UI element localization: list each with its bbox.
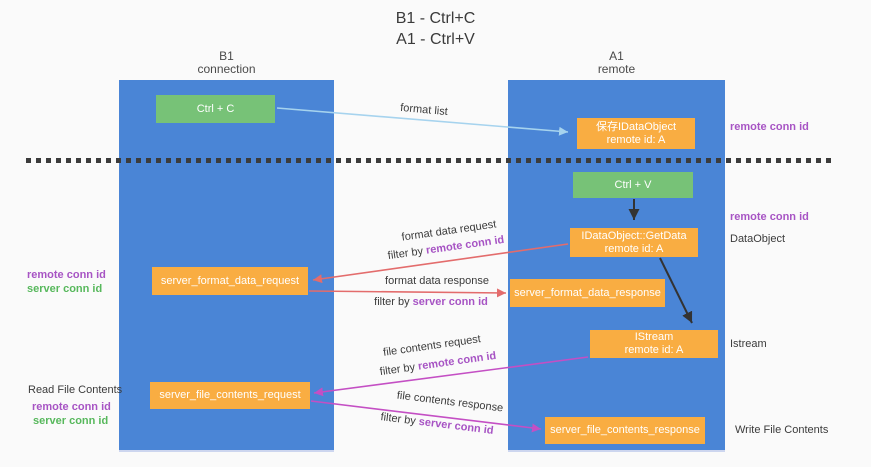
node-idataobject-getdata-line1: IDataObject::GetData xyxy=(581,229,687,242)
edge-label-filter-server-1: filter by server conn id xyxy=(374,296,488,308)
node-istream-line2: remote id: A xyxy=(624,344,684,356)
edge-format-data-response xyxy=(308,288,507,298)
node-ctrl-c: Ctrl + C xyxy=(156,95,275,123)
edge-label-format-list: format list xyxy=(399,101,449,119)
label-dataobject: DataObject xyxy=(730,233,786,245)
node-server-format-data-response-label: server_format_data_response xyxy=(514,286,661,299)
label-remote-conn-id-left-top: remote conn id xyxy=(27,269,106,281)
filter-by-text: filter by xyxy=(387,245,424,263)
node-server-format-data-request: server_format_data_request xyxy=(152,267,308,295)
label-remote-conn-id-right-top: remote conn id xyxy=(730,121,809,133)
node-server-file-contents-request-label: server_file_contents_request xyxy=(159,389,301,401)
node-ctrl-v-label: Ctrl + V xyxy=(614,178,652,191)
edge-label-file-contents-response: file contents response xyxy=(396,389,504,415)
node-server-file-contents-request: server_file_contents_request xyxy=(150,382,310,409)
filter-by-text: filter by xyxy=(374,296,410,308)
label-server-conn-id-left-bottom: server conn id xyxy=(33,415,109,427)
node-ctrl-c-label: Ctrl + C xyxy=(196,102,235,115)
label-server-conn-id-left-top: server conn id xyxy=(27,283,103,295)
label-write-file-contents: Write File Contents xyxy=(735,424,829,436)
title-line-2: A1 - Ctrl+V xyxy=(396,31,475,48)
node-server-format-data-response: server_format_data_response xyxy=(510,279,665,307)
filter-by-text: filter by xyxy=(379,411,417,428)
edge-label-filter-server-2: filter by server conn id xyxy=(380,411,494,437)
lane-b1-name: B1 xyxy=(219,49,234,63)
node-server-file-contents-response-label: server_file_contents_response xyxy=(550,424,700,436)
lane-header-b1: B1 connection xyxy=(119,50,334,76)
lane-header-a1: A1 remote xyxy=(508,50,725,76)
node-save-idataobject-line2: remote id: A xyxy=(606,133,666,146)
node-ctrl-v: Ctrl + V xyxy=(573,172,693,198)
remote-conn-id-text: remote conn id xyxy=(417,349,497,373)
node-idataobject-getdata-line2: remote id: A xyxy=(604,242,664,255)
lane-b1-role: connection xyxy=(197,62,256,76)
edge-label-format-data-response: format data response xyxy=(385,275,489,287)
lane-a1-name: A1 xyxy=(609,49,624,63)
label-remote-conn-id-right-mid: remote conn id xyxy=(730,211,809,223)
label-istream: Istream xyxy=(730,338,767,350)
node-save-idataobject-line1: 保存IDataObject xyxy=(595,120,677,133)
phase-separator-dashed-line xyxy=(26,158,832,163)
server-conn-id-text: server conn id xyxy=(418,415,495,437)
diagram-title: B1 - Ctrl+C A1 - Ctrl+V xyxy=(0,8,871,50)
label-read-file-contents: Read File Contents xyxy=(28,384,123,396)
node-save-idataobject: 保存IDataObject remote id: A xyxy=(577,118,695,149)
node-server-format-data-request-label: server_format_data_request xyxy=(160,274,300,287)
filter-by-text: filter by xyxy=(379,361,416,379)
node-istream-line1: IStream xyxy=(634,331,674,343)
node-server-file-contents-response: server_file_contents_response xyxy=(545,417,705,444)
title-line-1: B1 - Ctrl+C xyxy=(395,10,476,27)
lane-a1-role: remote xyxy=(597,62,636,76)
server-conn-id-text: server conn id xyxy=(412,296,488,308)
node-idataobject-getdata: IDataObject::GetData remote id: A xyxy=(570,228,698,257)
label-remote-conn-id-left-bottom: remote conn id xyxy=(32,401,111,413)
node-istream: IStream remote id: A xyxy=(590,330,718,358)
